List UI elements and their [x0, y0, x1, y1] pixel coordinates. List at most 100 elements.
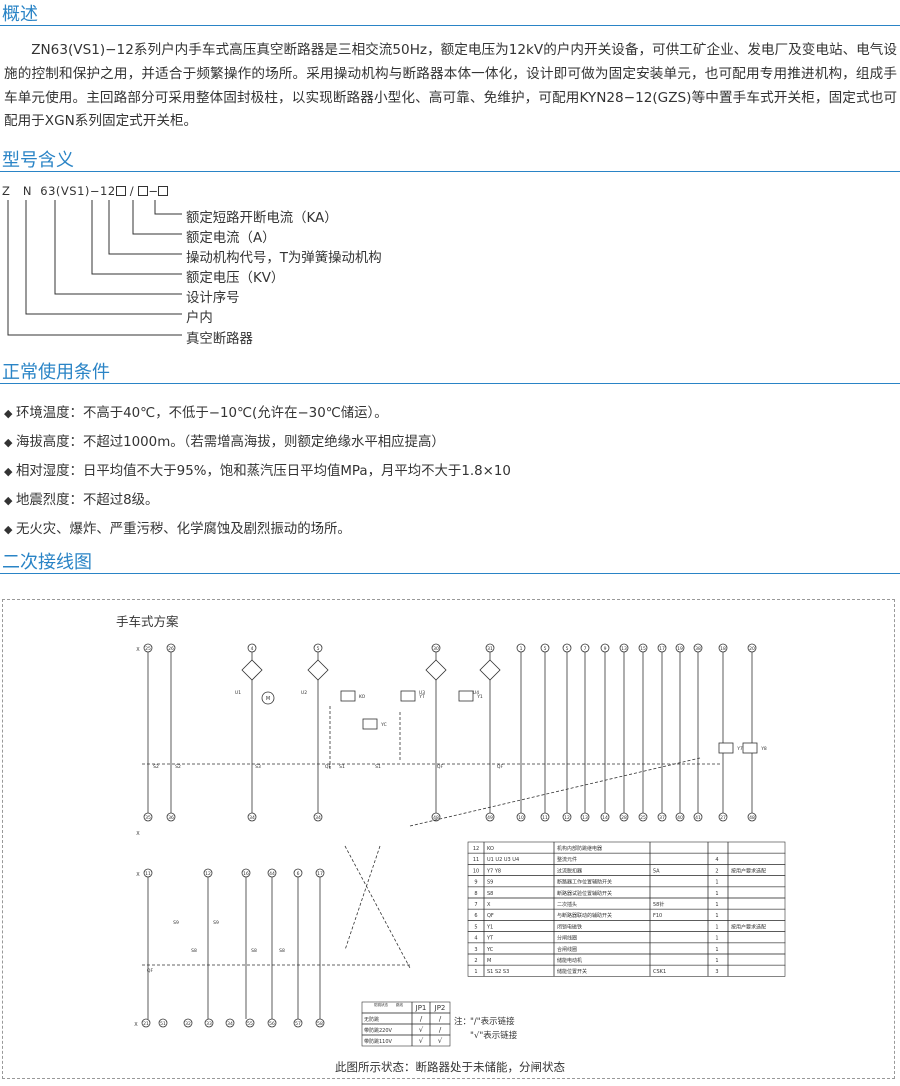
- terminal-number: 4: [251, 646, 254, 652]
- parts-table-cell: F10: [653, 913, 662, 919]
- terminal-number: 34: [249, 815, 255, 821]
- component-label: Y1: [476, 694, 483, 700]
- contact-label: S8: [191, 948, 197, 954]
- jp-note-label: 注：: [454, 1016, 471, 1027]
- parts-table-cell: 二次插头: [557, 901, 577, 908]
- parts-table-row: [467, 942, 786, 955]
- motor-label: M: [266, 696, 270, 702]
- diamond-bullet-icon: ◆: [4, 494, 13, 507]
- terminal-number: 33: [206, 1021, 212, 1027]
- terminal-number: 48: [749, 815, 755, 821]
- model-code: Z N 63(VS1)−12 / −: [2, 184, 169, 198]
- jp-note-1: "/"表示链接: [470, 1016, 515, 1027]
- contact-label: QF: [437, 764, 444, 770]
- parts-table-row: [467, 897, 786, 910]
- jp-table-row: [361, 1034, 451, 1047]
- parts-table-row: [467, 841, 786, 854]
- parts-table-cell: 1: [715, 913, 718, 919]
- terminal-number: 44: [269, 871, 275, 877]
- parts-table-cell: 储能电动机: [557, 957, 582, 964]
- jp-row-jp1: /: [420, 1015, 423, 1023]
- x-label: X: [136, 831, 140, 837]
- lower-bottom-terminal: [245, 1018, 255, 1028]
- terminal-number: 11: [542, 815, 548, 821]
- parts-table-cell: 12: [473, 846, 479, 852]
- parts-table-cell: 断路器试验位置辅助开关: [557, 890, 612, 897]
- x-label: X: [136, 647, 140, 653]
- parts-table-cell: YT: [486, 936, 494, 942]
- terminal-number: 35: [145, 815, 151, 821]
- terminal-number: 28: [621, 815, 627, 821]
- component-label: Y8: [760, 746, 767, 752]
- model-item-mechanism: 操动机构代号，T为弹簧操动机构: [186, 251, 382, 266]
- parts-table-cell: 1: [715, 891, 718, 897]
- jp-header-state: 防跳状态: [374, 1002, 388, 1007]
- parts-table-cell: 9: [474, 880, 477, 886]
- coil-icon: [400, 690, 416, 702]
- contact-label: S9: [173, 920, 179, 926]
- parts-table-row: [467, 953, 786, 966]
- wiring-divider: [0, 573, 900, 574]
- lower-bottom-terminal: [225, 1018, 235, 1028]
- model-box-2: [138, 186, 149, 196]
- contact-label: S2: [175, 764, 181, 770]
- model-code-sep2: −: [148, 184, 159, 198]
- parts-table-cell: 1: [715, 902, 718, 908]
- parts-table-cell: 3: [715, 969, 718, 975]
- parts-table-cell: 分闸线圈: [557, 935, 577, 942]
- terminal-number: 41: [695, 815, 701, 821]
- coil-icon: [458, 690, 474, 702]
- parts-table-cell: 7: [474, 902, 477, 908]
- terminal-number: 31: [487, 646, 493, 652]
- terminal-number: 9: [604, 646, 607, 652]
- component-label: U1: [235, 690, 241, 696]
- lower-bottom-terminal: [267, 1018, 277, 1028]
- terminal-number: 6: [297, 871, 300, 877]
- condition-item: ◆环境温度：不高于40℃，不低于−10℃(允许在−30℃储运）。: [4, 406, 388, 421]
- overview-divider: [0, 25, 900, 26]
- parts-table-cell: 2: [474, 958, 477, 964]
- terminal-number: 40: [677, 815, 683, 821]
- model-item-rated-current: 额定电流（A）: [186, 231, 276, 246]
- parts-table-cell: 1: [474, 969, 477, 975]
- model-code-sep1: /: [129, 184, 135, 198]
- parts-table-cell: 闭锁电磁铁: [557, 923, 582, 930]
- terminal-number: 19: [677, 646, 683, 652]
- model-box-1: [115, 186, 126, 196]
- terminal-number: 11: [145, 871, 151, 877]
- terminal-number: 57: [295, 1021, 301, 1027]
- coil-icon: [340, 690, 356, 702]
- condition-item: ◆海拔高度：不超过1000m。（若需增高海拔，则额定绝缘水平相应提高）: [4, 435, 445, 450]
- parts-table-cell: 1: [715, 924, 718, 930]
- parts-table-cell: 与断路器联动的辅助开关: [557, 912, 612, 919]
- terminal-number: 5: [566, 646, 569, 652]
- diamond-bullet-icon: ◆: [4, 407, 13, 420]
- parts-table-cell: S8: [487, 891, 493, 897]
- terminal-number: 12: [205, 871, 211, 877]
- terminal-number: 16: [243, 871, 249, 877]
- parts-table-row: [467, 875, 786, 888]
- parts-table-cell: 1: [715, 880, 718, 886]
- parts-table-cell: 4: [474, 936, 477, 942]
- contact-label: S1: [375, 764, 381, 770]
- model-item-vacuum-cb: 真空断路器: [186, 332, 253, 347]
- jp-row-jp1: √: [419, 1026, 424, 1034]
- terminal-number: 13: [621, 646, 627, 652]
- contact-label: S1: [339, 764, 345, 770]
- terminal-number: 25: [640, 815, 646, 821]
- parts-table-cell: QF: [487, 913, 494, 919]
- x-label: X: [134, 1022, 138, 1028]
- parts-table-cell: 8: [474, 891, 477, 897]
- parts-table-cell: X: [487, 902, 491, 908]
- terminal-number: 12: [564, 815, 570, 821]
- rectifier-icon: [307, 659, 329, 681]
- parts-table-cell: 4: [715, 857, 718, 863]
- parts-table-cell: M: [487, 958, 491, 964]
- parts-table-cell: 按用户要求选配: [731, 923, 766, 930]
- terminal-number: 13: [582, 815, 588, 821]
- component-label: U4: [473, 690, 479, 696]
- jp-row-jp2: √: [438, 1037, 443, 1045]
- parts-table-row: [467, 931, 786, 944]
- model-code-mid: 63(VS1)−12: [40, 184, 116, 198]
- parts-table-cell: 储能位置开关: [557, 968, 587, 975]
